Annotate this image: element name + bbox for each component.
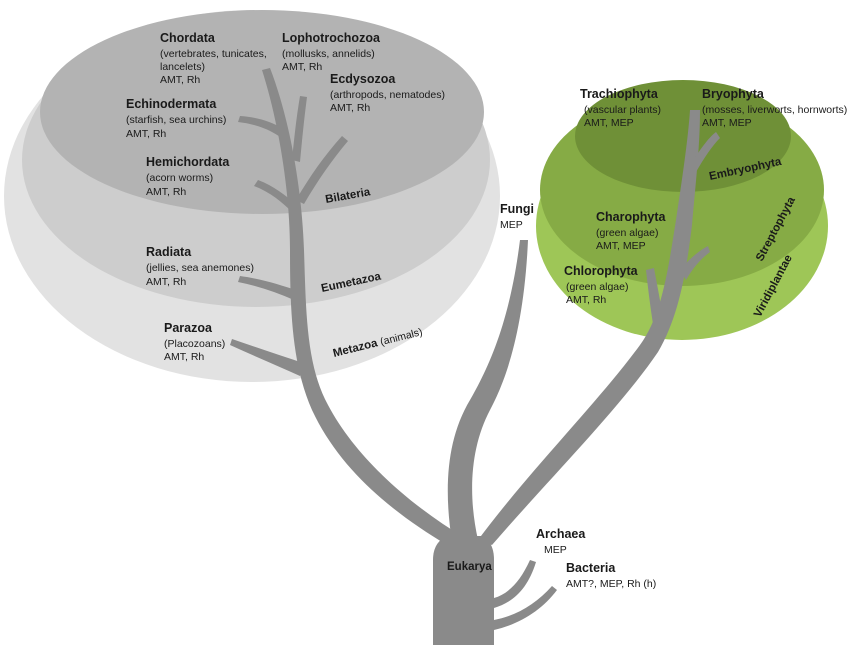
ecdysozoa-tags: AMT, Rh <box>330 102 370 114</box>
radiata-tags: AMT, Rh <box>146 276 186 288</box>
hemichordata-desc: (acorn worms) <box>146 172 213 184</box>
bacteria-twig <box>494 586 557 630</box>
chordata-desc: (vertebrates, tunicates, <box>160 48 267 60</box>
charophyta-tags: AMT, MEP <box>596 240 646 252</box>
echinodermata-twig <box>238 116 288 140</box>
echinodermata-desc: (starfish, sea urchins) <box>126 114 226 126</box>
bilateria-ellipse <box>40 10 484 214</box>
lophotrochozoa-twig <box>292 96 307 162</box>
echinodermata-name: Echinodermata <box>126 97 217 111</box>
radiata-desc: (jellies, sea anemones) <box>146 262 254 274</box>
trachiophyta-tags: AMT, MEP <box>584 117 634 129</box>
animal-clades <box>4 10 500 382</box>
ecdysozoa-twig <box>296 136 348 204</box>
bryophyta-twig <box>690 132 720 172</box>
bryophyta-name: Bryophyta <box>702 87 765 101</box>
eukarya-label: Eukarya <box>447 561 492 573</box>
echinodermata-tags: AMT, Rh <box>126 128 166 140</box>
radiata-name: Radiata <box>146 245 192 259</box>
bacteria-tags: AMT?, MEP, Rh (h) <box>566 578 656 590</box>
archaea-name: Archaea <box>536 527 586 541</box>
lophotrochozoa-desc: (mollusks, annelids) <box>282 48 375 60</box>
parazoa-twig <box>230 339 306 376</box>
trachiophyta-name: Trachiophyta <box>580 87 659 101</box>
ecdysozoa-name: Ecdysozoa <box>330 72 396 86</box>
parazoa-tags: AMT, Rh <box>164 351 204 363</box>
archaea-twig <box>494 560 536 608</box>
charophyta-desc: (green algae) <box>596 227 658 239</box>
hemichordata-name: Hemichordata <box>146 155 230 169</box>
bryophyta-tags: AMT, MEP <box>702 117 752 129</box>
eukarya-trunk <box>433 536 494 645</box>
embryophyta-circle <box>575 80 791 192</box>
chlorophyta-tags: AMT, Rh <box>566 294 606 306</box>
chordata-desc2: lancelets) <box>160 61 205 73</box>
parazoa-name: Parazoa <box>164 321 213 335</box>
fungi-branch <box>447 240 528 542</box>
chlorophyta-twig <box>646 268 664 330</box>
charophyta-name: Charophyta <box>596 210 667 224</box>
parazoa-desc: (Placozoans) <box>164 338 225 350</box>
lophotrochozoa-tags: AMT, Rh <box>282 61 322 73</box>
fungi-name: Fungi <box>500 202 534 216</box>
bryophyta-desc: (mosses, liverworts, hornworts) <box>702 104 847 116</box>
chlorophyta-name: Chlorophyta <box>564 264 639 278</box>
phylogenetic-tree <box>230 68 720 645</box>
chordata-name: Chordata <box>160 31 216 45</box>
trachiophyta-desc: (vascular plants) <box>584 104 661 116</box>
hemichordata-tags: AMT, Rh <box>146 186 186 198</box>
lophotrochozoa-name: Lophotrochozoa <box>282 31 381 45</box>
fungi-tags: MEP <box>500 219 523 231</box>
archaea-tags: MEP <box>544 544 567 556</box>
hemichordata-twig <box>254 180 296 212</box>
bacteria-name: Bacteria <box>566 561 616 575</box>
animal-branch <box>262 68 465 545</box>
chordata-tags: AMT, Rh <box>160 74 200 86</box>
chlorophyta-desc: (green algae) <box>566 281 628 293</box>
charophyta-twig <box>680 246 710 280</box>
radiata-twig <box>238 276 296 300</box>
ecdysozoa-desc: (arthropods, nematodes) <box>330 89 445 101</box>
